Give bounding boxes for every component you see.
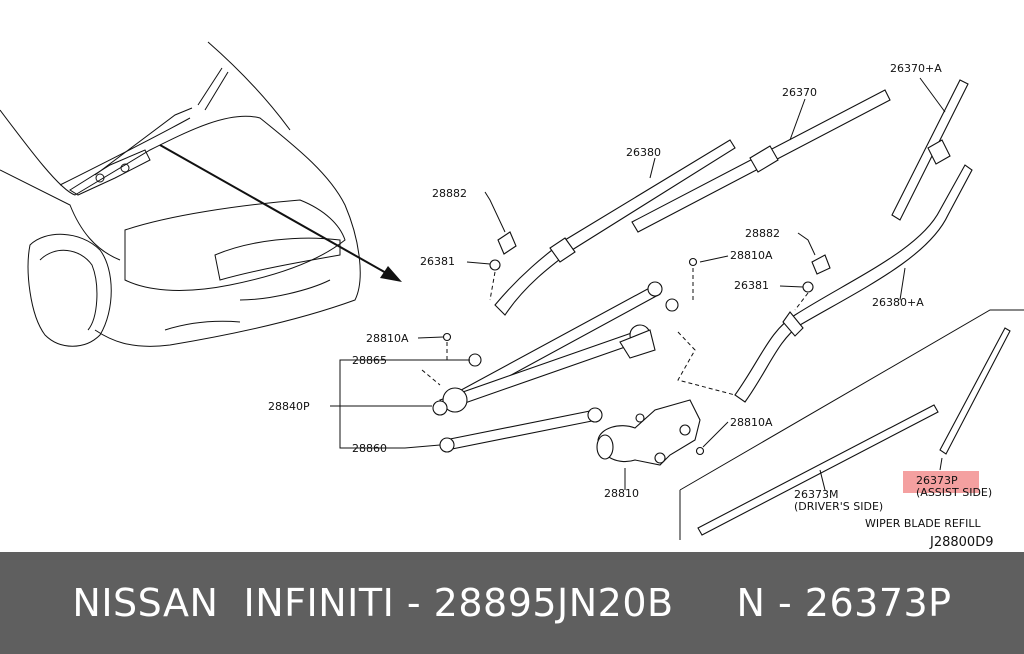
- wiper-blade-26370a: [891, 79, 969, 221]
- label-28810: 28810: [604, 487, 639, 500]
- wiper-arm-26380a: [734, 164, 973, 403]
- label-26381-right: 26381: [734, 279, 769, 292]
- wiper-motor-28810: [596, 399, 701, 466]
- label-28810a-bottom: 28810A: [730, 416, 773, 429]
- label-diagram-code: J28800D9: [929, 535, 993, 550]
- refill-panel: [679, 309, 1024, 540]
- label-28840p: 28840P: [268, 400, 310, 413]
- label-26380: 26380: [626, 146, 661, 159]
- dashed-connectors: [421, 268, 809, 396]
- car-outline: [0, 41, 361, 347]
- label-26373m: 26373M: [794, 488, 838, 501]
- label-28865: 28865: [352, 354, 387, 367]
- part-number-footer: NISSAN INFINITI - 28895JN20B N - 26373P: [0, 552, 1024, 654]
- fasteners: [442, 231, 831, 456]
- parts-diagram: 26370+A 26370 26380 28882 26381 28882 28…: [0, 41, 1024, 550]
- part-labels: 26370+A 26370 26380 28882 26381 28882 28…: [268, 62, 993, 550]
- wiper-arm-26380: [494, 139, 736, 316]
- wiper-blade-26370: [631, 89, 891, 233]
- link-rod-28860: [439, 407, 603, 453]
- part-number-text: NISSAN INFINITI - 28895JN20B N - 26373P: [72, 581, 952, 625]
- label-26370: 26370: [782, 86, 817, 99]
- leader-lines: [330, 77, 946, 491]
- label-26373p: 26373P: [916, 474, 958, 487]
- label-drivers-side: (DRIVER'S SIDE): [794, 500, 883, 513]
- label-28860: 28860: [352, 442, 387, 455]
- label-26381-left: 26381: [420, 255, 455, 268]
- label-28882-left: 28882: [432, 187, 467, 200]
- label-assist-side: (ASSIST SIDE): [916, 486, 992, 499]
- label-28882-right: 28882: [745, 227, 780, 240]
- highlight-26373p: [903, 471, 979, 493]
- label-28810a-top: 28810A: [730, 249, 773, 262]
- linkage-28840p: [432, 281, 679, 416]
- label-wiper-blade-refill: WIPER BLADE REFILL: [865, 517, 982, 530]
- label-26370a: 26370+A: [890, 62, 942, 75]
- label-28810a-left: 28810A: [366, 332, 409, 345]
- pointer-arrow: [159, 144, 402, 282]
- label-26380a: 26380+A: [872, 296, 924, 309]
